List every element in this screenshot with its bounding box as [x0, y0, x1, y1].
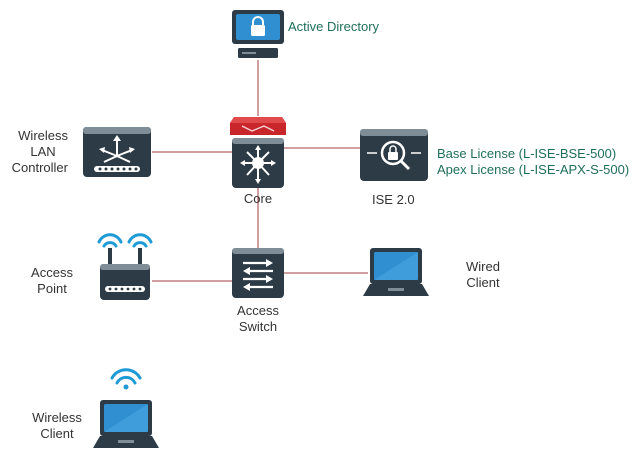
wlc-label-line1: Wireless	[18, 128, 68, 143]
wireless-lan-controller-icon	[83, 127, 151, 177]
access-switch-label-line1: Access	[237, 303, 279, 318]
wlc-node[interactable]	[82, 126, 152, 178]
active-directory-label: Active Directory	[288, 19, 380, 34]
core-switch-node[interactable]	[231, 137, 285, 189]
wireless-client-label: Wireless Client	[20, 410, 94, 442]
wired-client-label-line1: Wired	[466, 259, 500, 274]
active-directory-node[interactable]	[230, 8, 286, 62]
workgroup-switch-icon	[232, 248, 284, 298]
laptop-icon	[363, 248, 429, 296]
ise-label: ISE 2.0	[372, 192, 415, 207]
access-switch-label: Access Switch	[224, 303, 292, 335]
access-point-label-line2: Point	[37, 281, 67, 296]
wlc-label: Wireless LAN Controller	[8, 128, 68, 176]
access-point-node[interactable]	[92, 226, 158, 302]
firewall-icon	[230, 117, 286, 135]
access-switch-node[interactable]	[231, 247, 285, 299]
access-point-label: Access Point	[20, 265, 84, 297]
server-lock-icon	[232, 10, 284, 58]
layer3-switch-icon	[232, 138, 284, 188]
firewall-node[interactable]	[230, 115, 286, 137]
wlc-label-line2: LAN	[30, 144, 56, 159]
wired-client-label: Wired Client	[452, 259, 514, 291]
wlc-label-line3: Controller	[11, 160, 68, 175]
ise-node[interactable]	[359, 128, 429, 182]
ise-license-base: Base License (L-ISE-BSE-500)	[437, 146, 617, 161]
core-label: Core	[243, 191, 273, 206]
wired-client-label-line2: Client	[466, 275, 500, 290]
wireless-client-label-line1: Wireless	[32, 410, 82, 425]
wireless-client-node[interactable]	[92, 364, 160, 454]
ise-appliance-icon	[360, 129, 428, 181]
access-point-label-line1: Access	[31, 265, 73, 280]
wireless-laptop-icon	[93, 368, 159, 448]
wired-client-node[interactable]	[362, 246, 430, 300]
access-switch-label-line2: Switch	[238, 319, 278, 334]
access-point-icon	[97, 233, 153, 300]
ise-license-apex: Apex License (L-ISE-APX-S-500)	[437, 162, 630, 177]
wireless-client-label-line2: Client	[40, 426, 74, 441]
